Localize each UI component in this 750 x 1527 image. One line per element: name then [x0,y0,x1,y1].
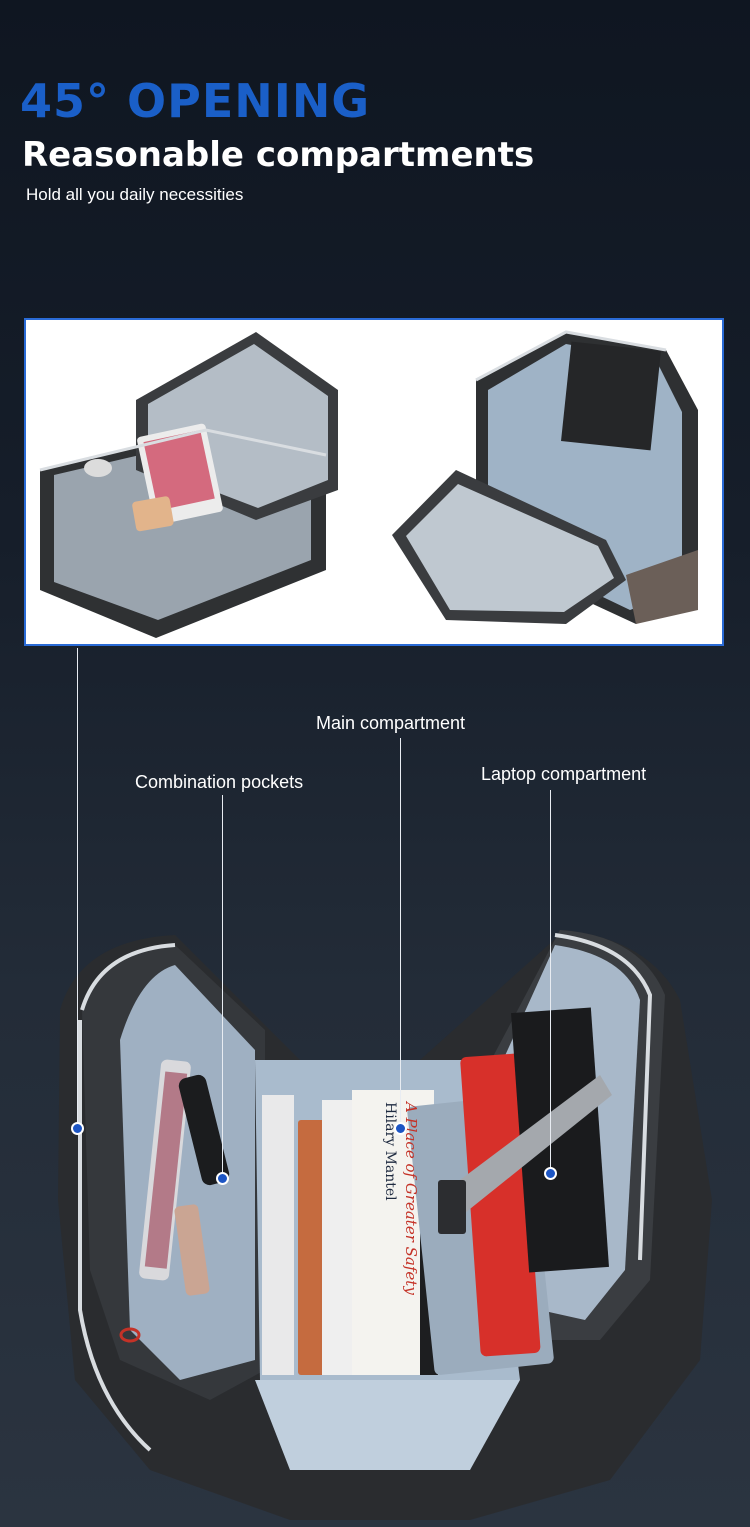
leader-line-laptop [550,790,551,1173]
subheadline: Reasonable compartments [22,135,535,175]
leader-line-main [400,738,401,1128]
label-laptop-compartment: Laptop compartment [481,764,647,784]
product-photo-panel [24,318,724,646]
callout-dot-frame [71,1122,84,1135]
backpack-open-views-illustration [39,330,698,638]
backpack-angled-open [392,330,698,624]
leader-line-frame [77,648,78,1128]
headline: 45° OPENING [20,74,371,128]
callout-dot-laptop [544,1167,557,1180]
leader-line-combination [222,795,223,1175]
callout-dot-main [394,1122,407,1135]
tagline: Hold all you daily necessities [26,185,244,204]
book-author: Hilary Mantel [382,1102,398,1201]
backpack-flat-open [39,332,338,638]
label-main-compartment: Main compartment [316,713,466,733]
label-combination-pockets: Combination pockets [135,772,304,792]
book-cover: Hilary Mantel A Place of Greater Safety [360,1098,430,1368]
callout-dot-combination [216,1172,229,1185]
